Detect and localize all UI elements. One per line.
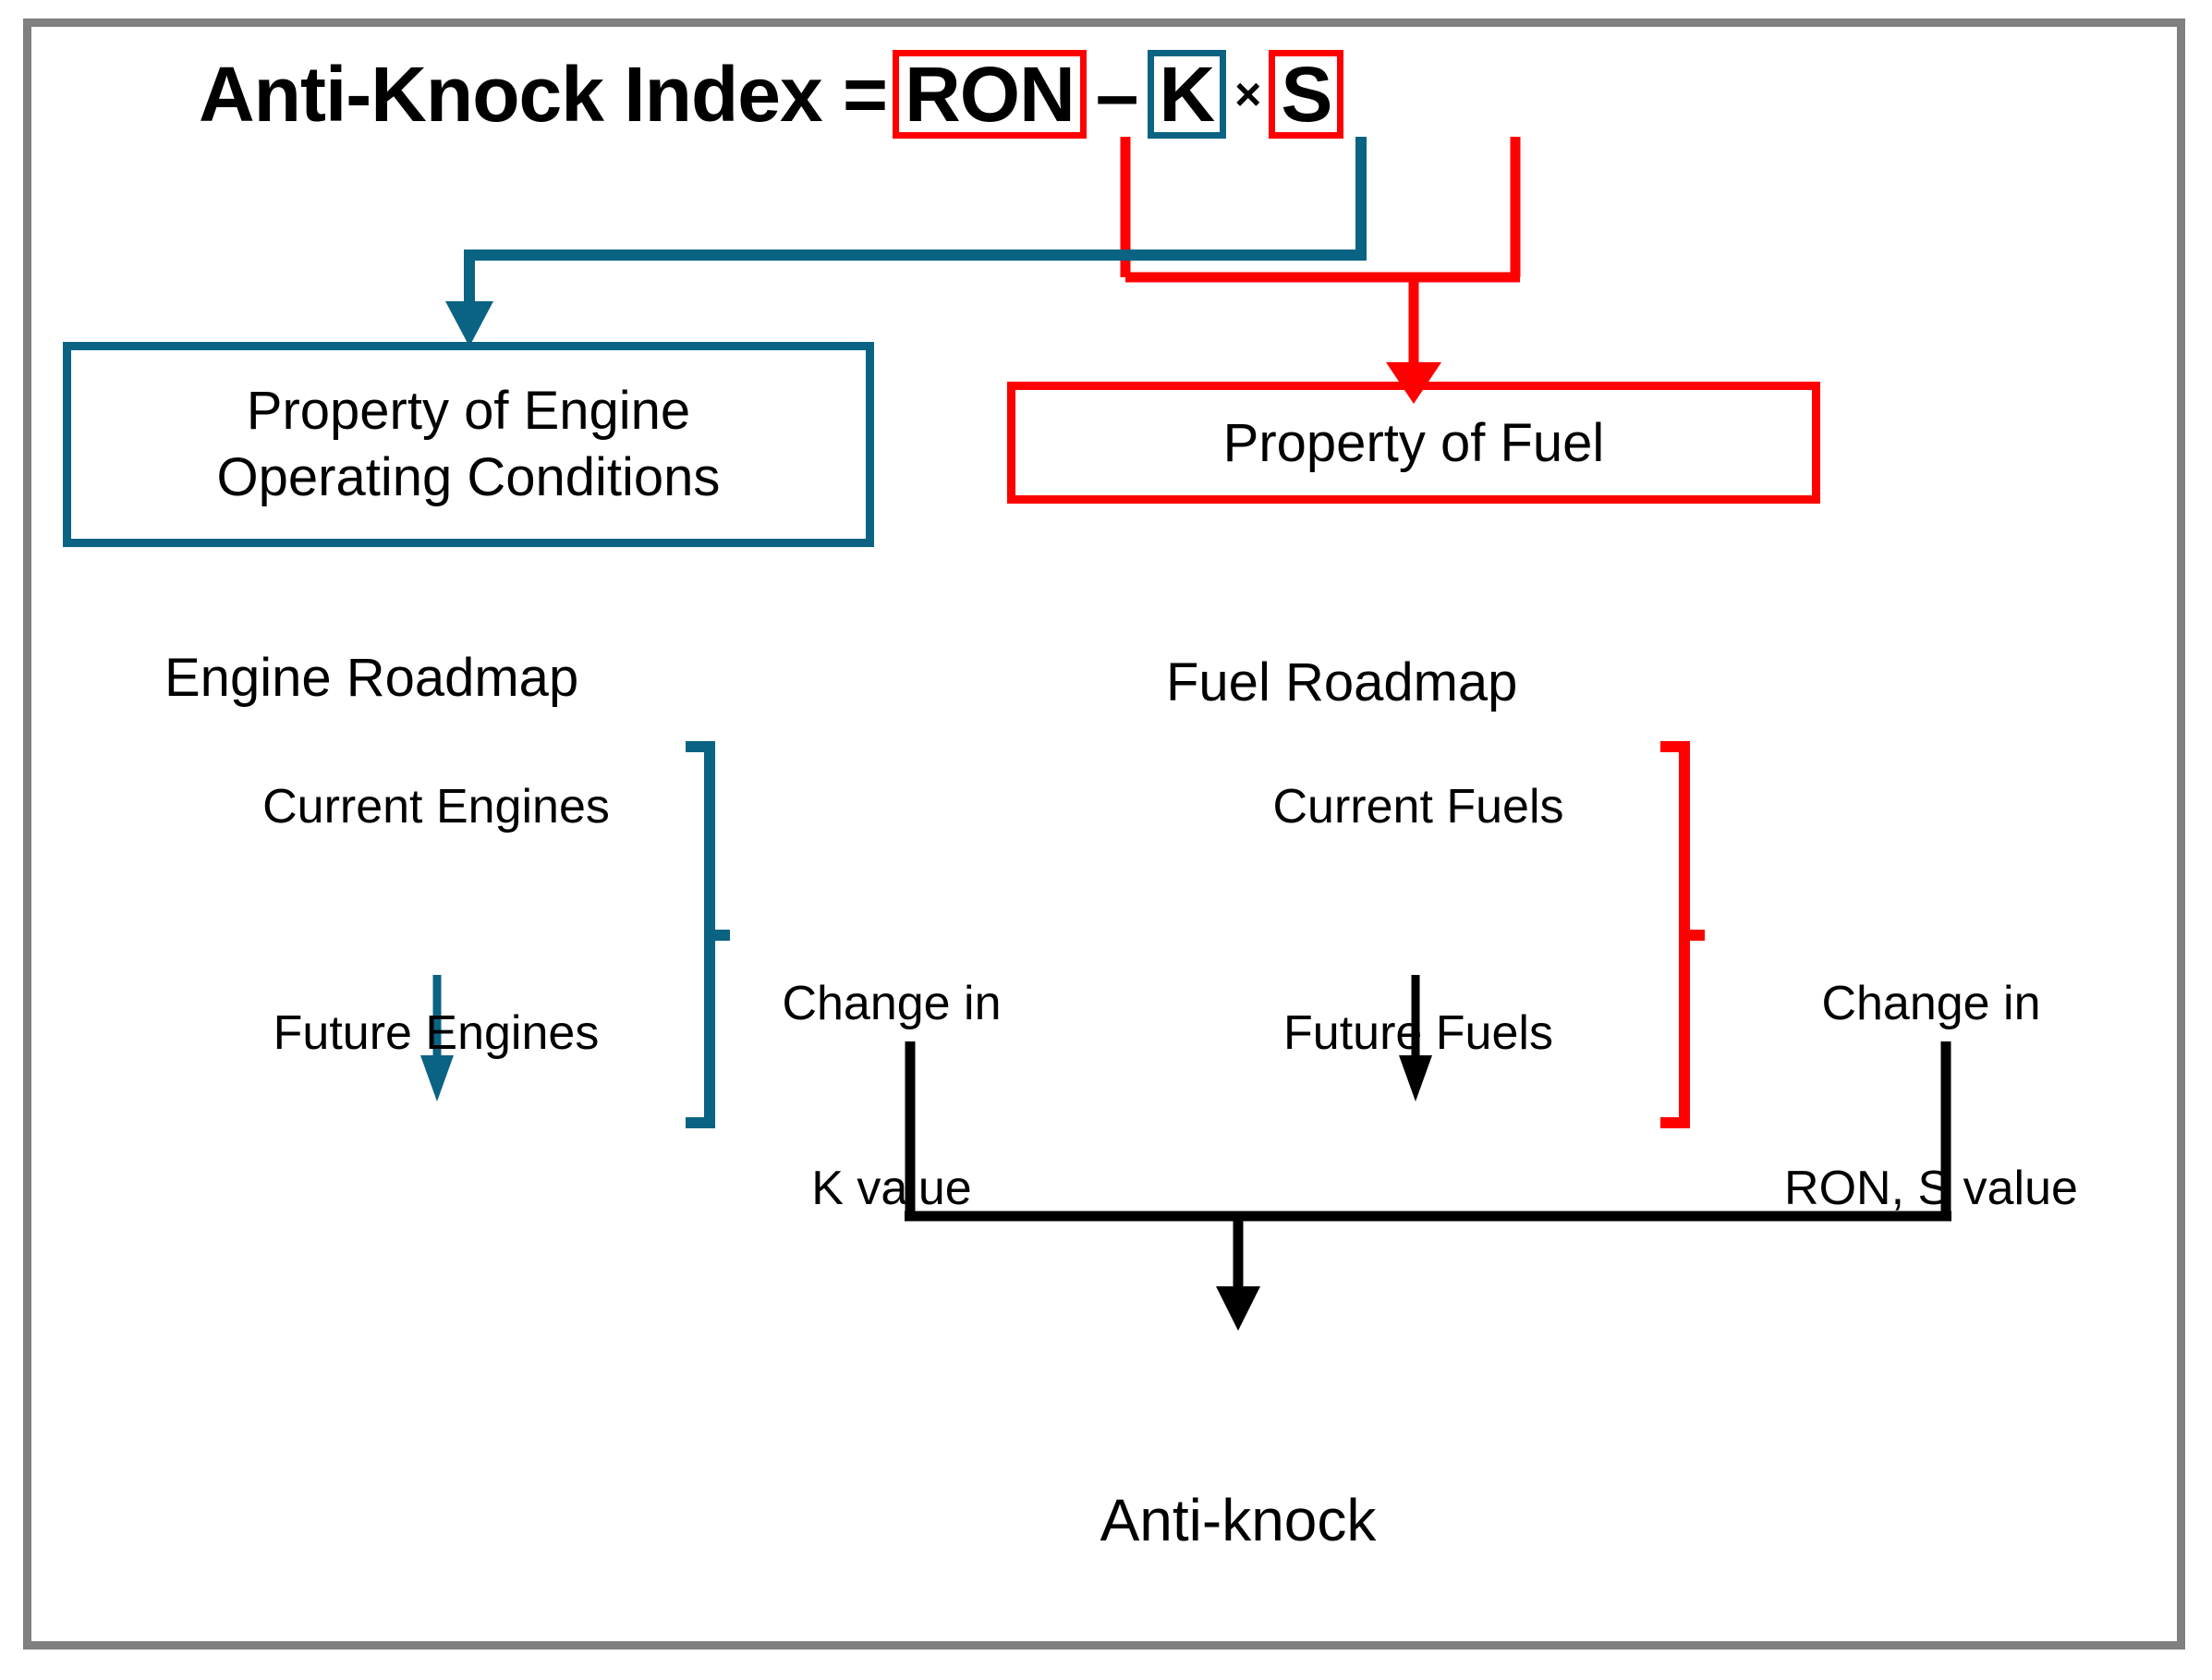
conclusion-text: Anti-knock performance of future fuels i… [776, 1340, 1700, 1680]
fuel-roadmap-current: Current Fuels [1272, 780, 1564, 834]
engine-bracket-label: Change in K value [735, 850, 1049, 1342]
conclusion-line1: Anti-knock [1100, 1487, 1377, 1554]
formula-token-s: S [1269, 50, 1344, 139]
engine-bracket-label-line1: Change in [782, 977, 1002, 1031]
property-of-engine-line2: Operating Conditions [216, 447, 721, 507]
property-of-engine-box: Property of Engine Operating Conditions [63, 342, 874, 547]
fuel-bracket-label: Change in RON, S value [1714, 850, 2148, 1342]
fuel-bracket-label-line1: Change in [1821, 977, 2041, 1031]
fuel-bracket-label-line2: RON, S value [1784, 1161, 2078, 1215]
engine-roadmap-future: Future Engines [273, 1006, 600, 1060]
formula-token-ron: RON [893, 50, 1087, 139]
fuel-roadmap-future: Future Fuels [1283, 1006, 1553, 1060]
formula-title: Anti-Knock Index = RON – K × S [199, 48, 1344, 140]
engine-bracket-label-line2: K value [811, 1161, 972, 1215]
engine-roadmap-heading: Engine Roadmap [164, 648, 579, 708]
formula-token-k: K [1147, 50, 1227, 139]
fuel-roadmap-heading: Fuel Roadmap [1166, 652, 1518, 712]
property-of-fuel-box: Property of Fuel [1007, 382, 1820, 504]
property-of-fuel-label: Property of Fuel [1222, 412, 1605, 473]
property-of-engine-line1: Property of Engine [246, 380, 691, 441]
formula-lead: Anti-Knock Index = [199, 50, 888, 138]
engine-roadmap-current: Current Engines [262, 780, 610, 834]
diagram-frame [23, 18, 2185, 1650]
formula-operator-times: × [1234, 68, 1261, 120]
formula-operator-minus: – [1095, 50, 1139, 138]
